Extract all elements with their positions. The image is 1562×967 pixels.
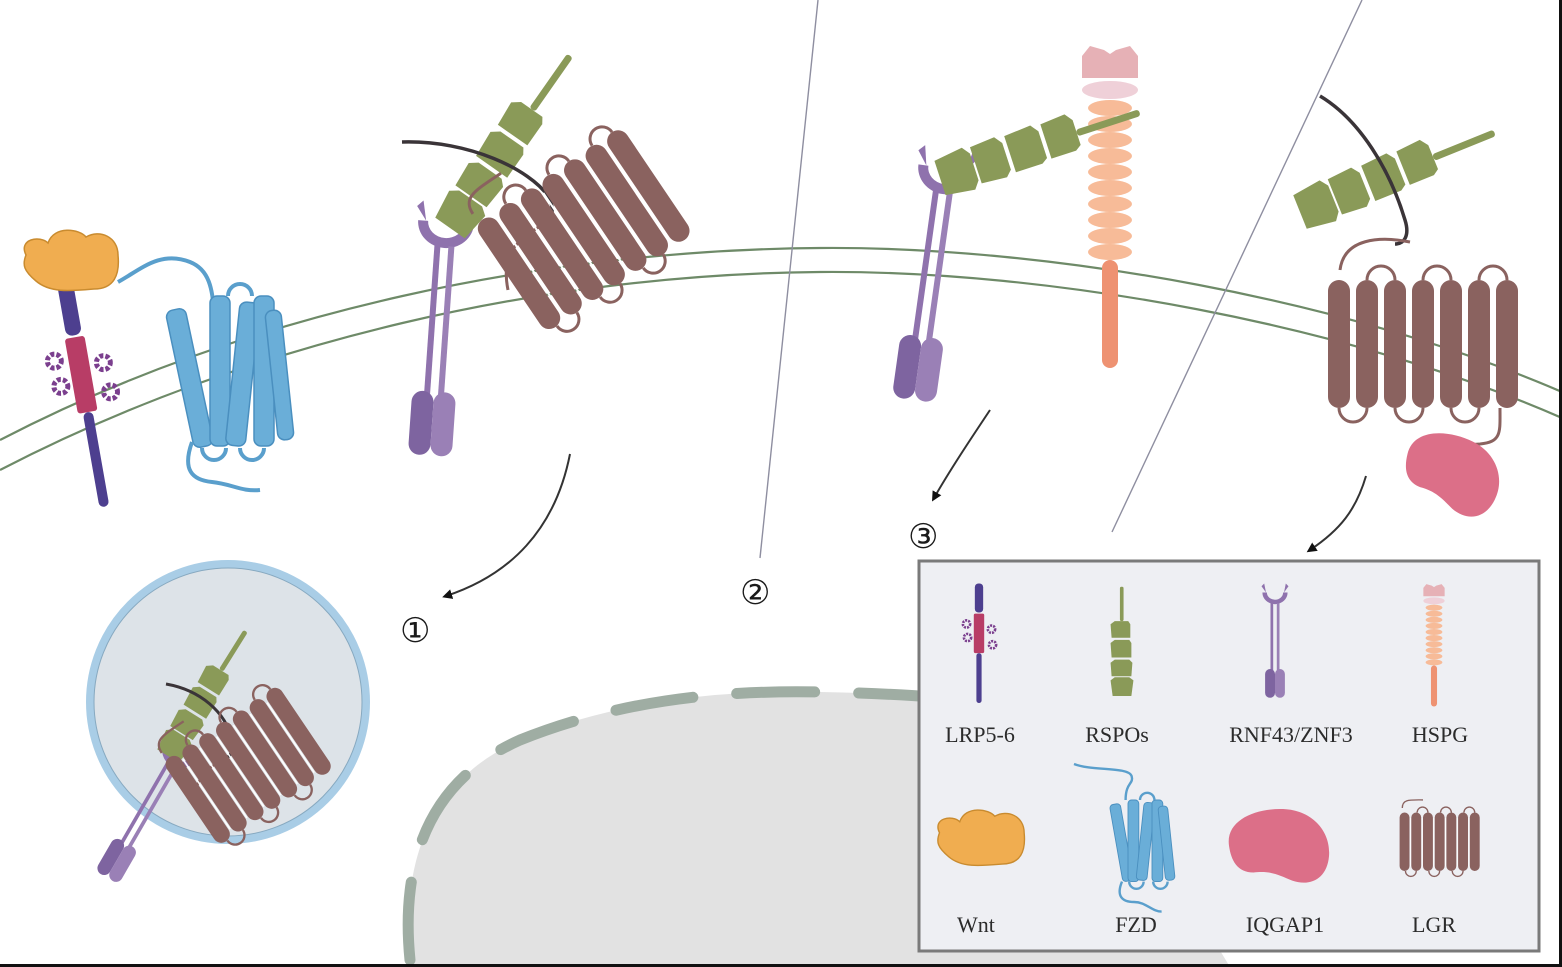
legend-item-rnf43-znf3: RNF43/ZNF3 <box>1229 583 1353 747</box>
legend-item-hspg: HSPG <box>1412 584 1468 747</box>
arrows <box>442 409 1367 599</box>
rnf43-znf3-receptor <box>399 200 478 458</box>
fzd-receptor <box>165 282 295 493</box>
complex-rnf43-rspo-hspg <box>883 46 1147 405</box>
arrow-step-3 <box>932 409 991 502</box>
legend-label-hspg: HSPG <box>1412 722 1468 747</box>
legend-item-rspos: RSPOs <box>1085 586 1149 747</box>
divider-line-2 <box>1111 0 1363 533</box>
legend-item-wnt: Wnt <box>937 809 1026 937</box>
complex-wnt-lrp-fzd <box>23 229 295 512</box>
complex-rspo-lgr-iqgap1 <box>1291 94 1518 525</box>
legend-label-rspos: RSPOs <box>1085 722 1149 747</box>
legend-item-iqgap1: IQGAP1 <box>1228 809 1330 937</box>
legend-label-fzd: FZD <box>1115 912 1157 937</box>
divider-line-1 <box>759 0 819 559</box>
arrow-to-legend <box>1306 475 1367 553</box>
fzd-n-terminal-linker <box>117 256 216 311</box>
legend-item-lgr: LGR <box>1398 799 1481 937</box>
wnt-icon <box>937 809 1026 867</box>
iqgap1-protein <box>1393 420 1513 525</box>
complex-rnf43-rspo-lgr <box>399 43 703 458</box>
legend-item-fzd: FZD <box>1072 762 1177 937</box>
legend-box: LRP5-6 RSPOs RNF43/ZNF3 HSPG Wnt FZD IQG… <box>917 559 1541 953</box>
step-label-1: ① <box>400 611 430 651</box>
step-label-2: ② <box>740 573 770 613</box>
legend-label-lrp5-6: LRP5-6 <box>945 722 1015 747</box>
lgr-receptor <box>1328 264 1518 455</box>
section-divider-lines <box>759 0 1363 559</box>
wnt-ligand <box>23 229 120 292</box>
arrow-step-1 <box>442 453 571 599</box>
legend-item-lrp5-6: LRP5-6 <box>945 582 1015 747</box>
endosome-vesicle <box>86 560 370 887</box>
legend-label-rnf43-znf3: RNF43/ZNF3 <box>1229 722 1352 747</box>
hspg-proteoglycan <box>1082 46 1138 368</box>
lrp5-6-receptor <box>34 274 137 512</box>
legend-label-wnt: Wnt <box>957 912 995 937</box>
rspo-protein <box>1291 112 1503 233</box>
legend-label-iqgap1: IQGAP1 <box>1246 912 1324 937</box>
legend-label-lgr: LGR <box>1412 912 1456 937</box>
lgr-linker <box>1338 237 1411 271</box>
step-label-3: ③ <box>908 517 938 557</box>
